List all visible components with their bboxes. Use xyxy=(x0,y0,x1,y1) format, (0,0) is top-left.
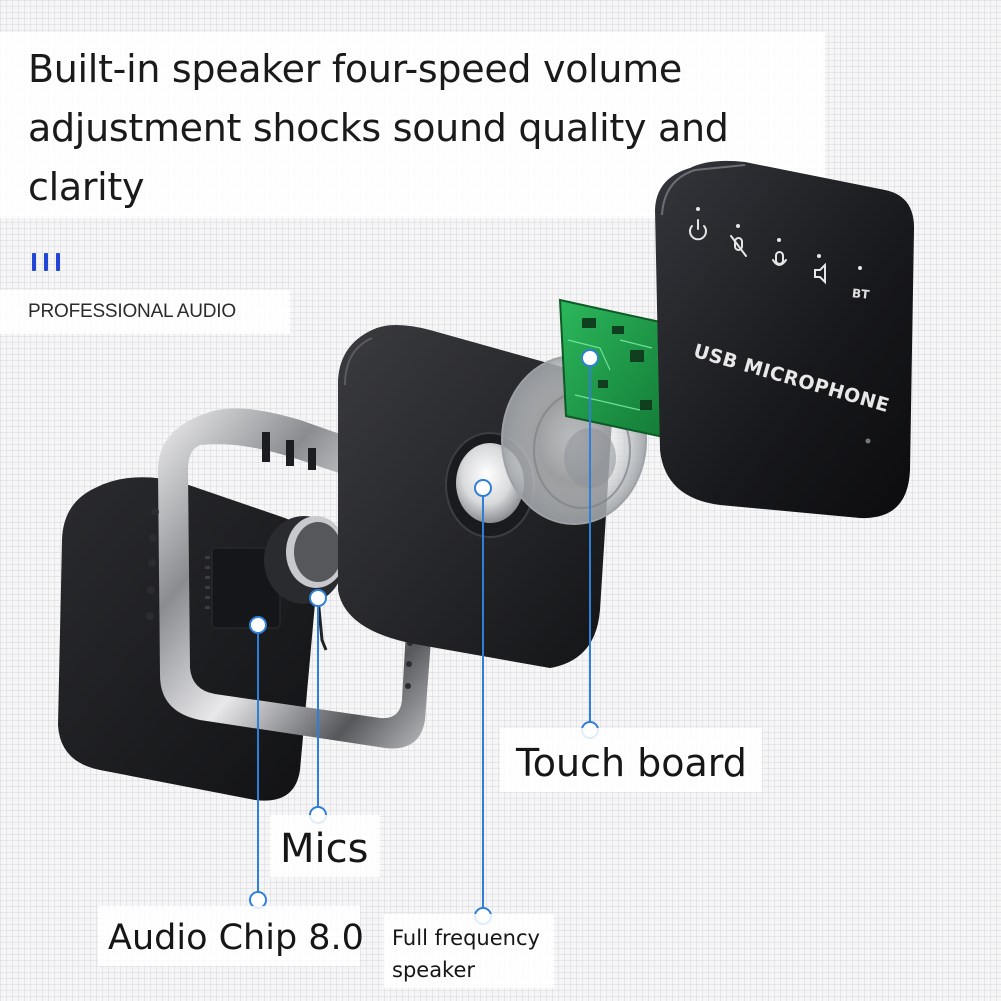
audio-chip-backdrop xyxy=(98,906,360,966)
touch-board-backdrop xyxy=(500,728,762,792)
bt-label: BT xyxy=(851,286,871,302)
top-panel xyxy=(655,160,915,519)
mics-backdrop xyxy=(270,815,380,877)
mic-capsule xyxy=(264,516,346,651)
callout-audio-chip: Audio Chip 8.0 xyxy=(108,918,364,958)
metal-frame xyxy=(146,408,441,749)
tagline: PROFESSIONAL AUDIO xyxy=(28,301,236,322)
mic-mute-icon xyxy=(734,237,743,251)
callout-mics: Mics xyxy=(280,826,369,872)
callout-speaker: Full frequency speaker xyxy=(392,926,540,982)
headline: Built-in speaker four-speed volume adjus… xyxy=(28,47,729,209)
power-icon xyxy=(689,225,707,241)
speaker-backdrop xyxy=(384,914,554,988)
volume-icon xyxy=(814,262,826,285)
touch-board-pcb xyxy=(558,298,670,440)
tagline-backdrop xyxy=(0,290,290,334)
accent-bars-icon xyxy=(32,253,60,273)
callout-touch-board: Touch board xyxy=(516,741,747,785)
